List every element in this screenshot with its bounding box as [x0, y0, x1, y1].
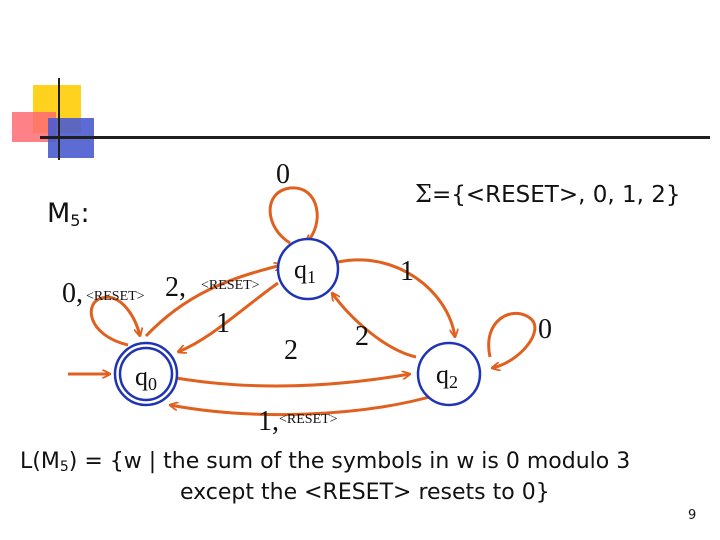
- edge-q0-to-q1: [144, 265, 282, 338]
- state-q0-accepting-ring: [118, 346, 174, 402]
- edge-q2-to-q0: [170, 392, 441, 417]
- state-q2-label: q2: [436, 360, 458, 392]
- alphabet-text: ={<RESET>, 0, 1, 2}: [431, 182, 681, 208]
- label-q1-to-q0: 1: [216, 308, 230, 339]
- state-q1-label: q1: [294, 255, 316, 287]
- state-q1: q1: [276, 237, 340, 301]
- page-number: 9: [688, 508, 697, 523]
- edge-q0-to-q2: [175, 374, 410, 388]
- state-q0: q0: [113, 341, 179, 407]
- state-q2: q2: [416, 341, 482, 407]
- language-definition-line1: L(M5) = {w | the sum of the symbols in w…: [20, 449, 631, 475]
- label-q0-to-q2: 2: [284, 335, 298, 366]
- label-q0-to-q1-reset: <RESET>: [201, 278, 260, 293]
- edge-q1-self-loop: [268, 186, 319, 243]
- label-q0-self-reset: <RESET>: [86, 289, 145, 304]
- label-q2-to-q0-symbol: 1,: [258, 406, 279, 437]
- label-q1-to-q2: 1: [400, 256, 414, 287]
- machine-name: M5:: [47, 198, 90, 230]
- label-q2-to-q0-reset: <RESET>: [279, 412, 338, 427]
- label-q0-self-symbol: 0,: [62, 278, 83, 309]
- edge-q1-to-q2: [337, 258, 455, 337]
- title-rule-vertical: [58, 78, 60, 160]
- edge-q2-self-loop: [487, 312, 537, 368]
- label-q2-to-q1: 2: [355, 321, 369, 352]
- label-q1-self: 0: [276, 159, 290, 190]
- edge-q0-self-loop: [89, 295, 140, 347]
- language-definition-line2: except the <RESET> resets to 0}: [180, 480, 550, 505]
- title-rule-horizontal: [40, 136, 710, 139]
- sigma-symbol: Σ: [415, 180, 432, 208]
- edge-q2-to-q1: [332, 293, 417, 359]
- label-q2-self: 0: [538, 314, 552, 345]
- edge-q1-to-q0: [178, 281, 279, 352]
- label-q0-to-q1-symbol: 2,: [165, 272, 186, 303]
- alphabet-definition: Σ={<RESET>, 0, 1, 2}: [415, 180, 681, 208]
- state-q0-label: q0: [135, 362, 157, 394]
